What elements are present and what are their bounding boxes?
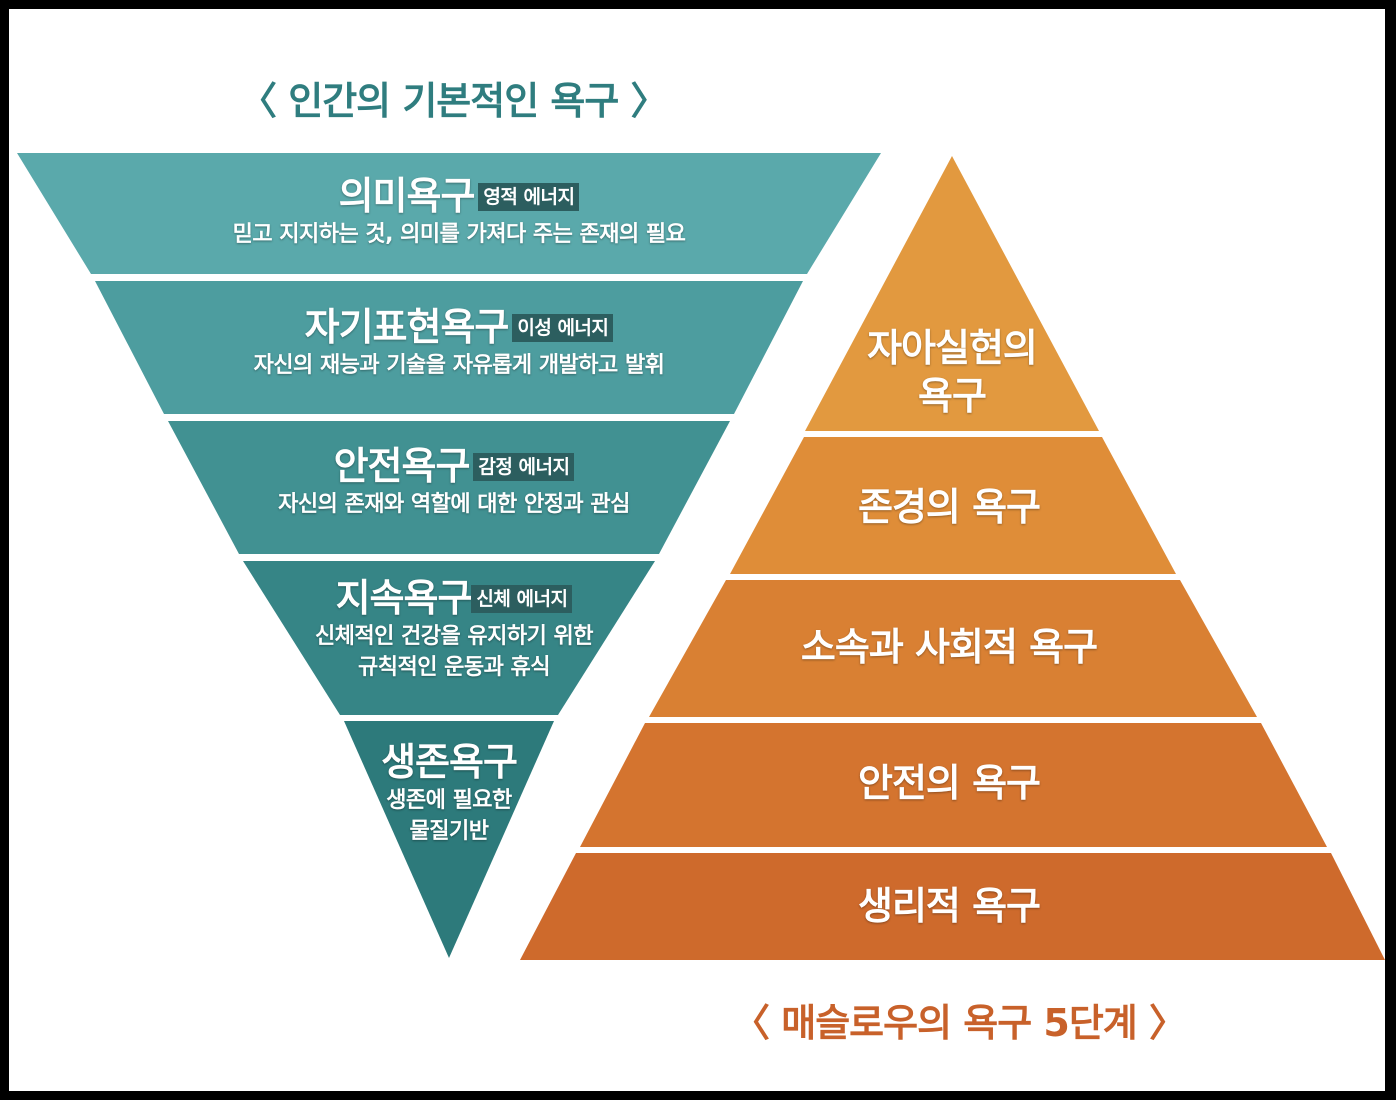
energy-badge: 이성 에너지 xyxy=(512,314,614,342)
maslow-level-5-band xyxy=(520,853,1385,960)
inverted-level-3-band xyxy=(168,421,730,554)
level-name: 지속욕구 xyxy=(335,576,473,620)
maslow-pyramid-title: 〈 매슬로우의 욕구 5단계 〉 xyxy=(732,1001,1187,1045)
level-description: 자신의 재능과 기술을 자유롭게 개발하고 발휘 xyxy=(253,353,665,378)
inverted-pyramid-title: 〈 인간의 기본적인 욕구 〉 xyxy=(239,79,669,123)
level-name: 생존욕구 xyxy=(381,740,518,784)
maslow-level-1-label: 자아실현의 욕구 xyxy=(867,326,1038,418)
maslow-level-4-band xyxy=(580,723,1327,847)
maslow-level-2-label: 존경의 욕구 xyxy=(857,485,1041,529)
maslow-level-3-label: 소속과 사회적 욕구 xyxy=(800,625,1098,669)
maslow-level-1-band xyxy=(805,156,1099,431)
energy-badge: 영적 에너지 xyxy=(478,183,580,211)
level-description: 신체적인 건강을 유지하기 위한 규칙적인 운동과 휴식 xyxy=(314,624,594,680)
inverted-level-2-band xyxy=(95,281,803,414)
maslow-level-4-label: 안전의 욕구 xyxy=(857,761,1041,805)
level-name: 자기표현욕구 xyxy=(304,305,510,349)
level-description: 생존에 필요한 물질기반 xyxy=(386,788,512,844)
level-name: 의미욕구 xyxy=(338,174,476,218)
level-description: 믿고 지지하는 것, 의미를 가져다 주는 존재의 필요 xyxy=(232,222,686,247)
maslow-level-5-label: 생리적 욕구 xyxy=(857,884,1041,928)
level-name: 안전욕구 xyxy=(333,444,471,488)
inverted-level-5-band xyxy=(344,721,554,958)
level-description: 자신의 존재와 역할에 대한 안정과 관심 xyxy=(278,492,630,517)
maslow-level-2-band xyxy=(730,437,1176,574)
energy-badge: 신체 에너지 xyxy=(471,585,573,613)
pyramids-graphic xyxy=(17,153,1385,960)
inverted-level-5-label: 생존욕구 생존에 필요한 물질기반 xyxy=(369,739,529,847)
inverted-level-1-band xyxy=(17,153,881,274)
maslow-level-3-band xyxy=(649,580,1257,717)
energy-badge: 감정 에너지 xyxy=(473,453,575,481)
